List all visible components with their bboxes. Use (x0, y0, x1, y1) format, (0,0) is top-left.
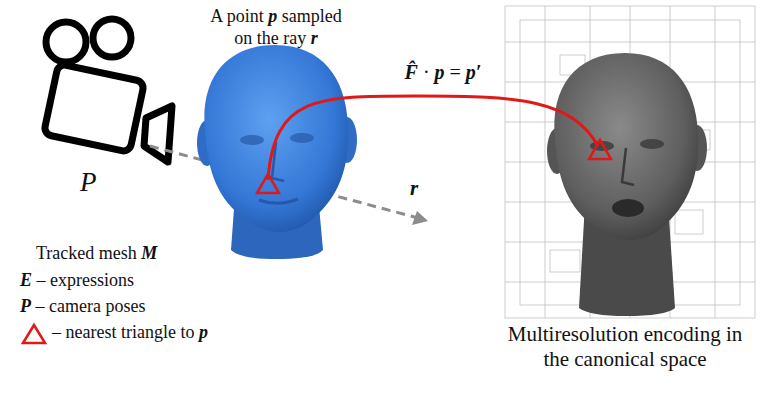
legend-item: – nearest triangle to p (52, 322, 272, 344)
ray-label: r (410, 176, 434, 201)
camera-icon (43, 19, 172, 162)
camera-label: P (80, 166, 110, 198)
caption-label: Multiresolution encoding in the canonica… (494, 322, 756, 372)
mapping-arc (268, 96, 598, 180)
tracked-mesh-head (197, 45, 357, 259)
heading-label: A point p sampled on the ray r (200, 6, 352, 49)
canonical-head (547, 53, 707, 316)
multiresolution-grid (505, 6, 755, 318)
formula-label: F̂ · p = p′ (368, 60, 518, 84)
legend-item: E – expressions (20, 270, 220, 292)
legend-item: P – camera poses (20, 296, 220, 318)
legend-title: Tracked mesh M (36, 243, 236, 265)
triangle-symbol (23, 325, 45, 343)
